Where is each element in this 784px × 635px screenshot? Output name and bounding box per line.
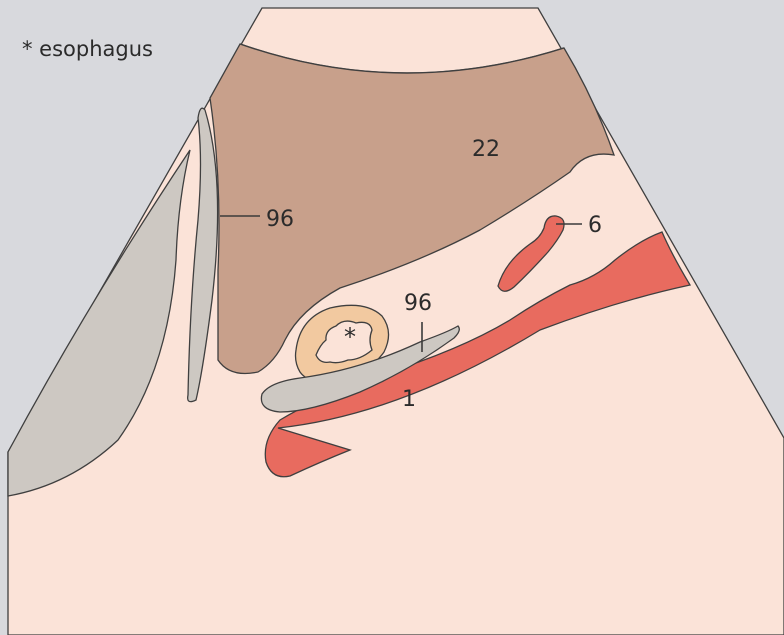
label-liver: 22 (472, 137, 500, 162)
label-vessel: 6 (588, 213, 602, 238)
label-center-crus: 96 (404, 291, 432, 316)
label-left-crus: 96 (266, 207, 294, 232)
esophagus-marker: * (344, 323, 356, 351)
legend-text: * esophagus (22, 37, 153, 61)
label-aorta: 1 (402, 387, 416, 412)
